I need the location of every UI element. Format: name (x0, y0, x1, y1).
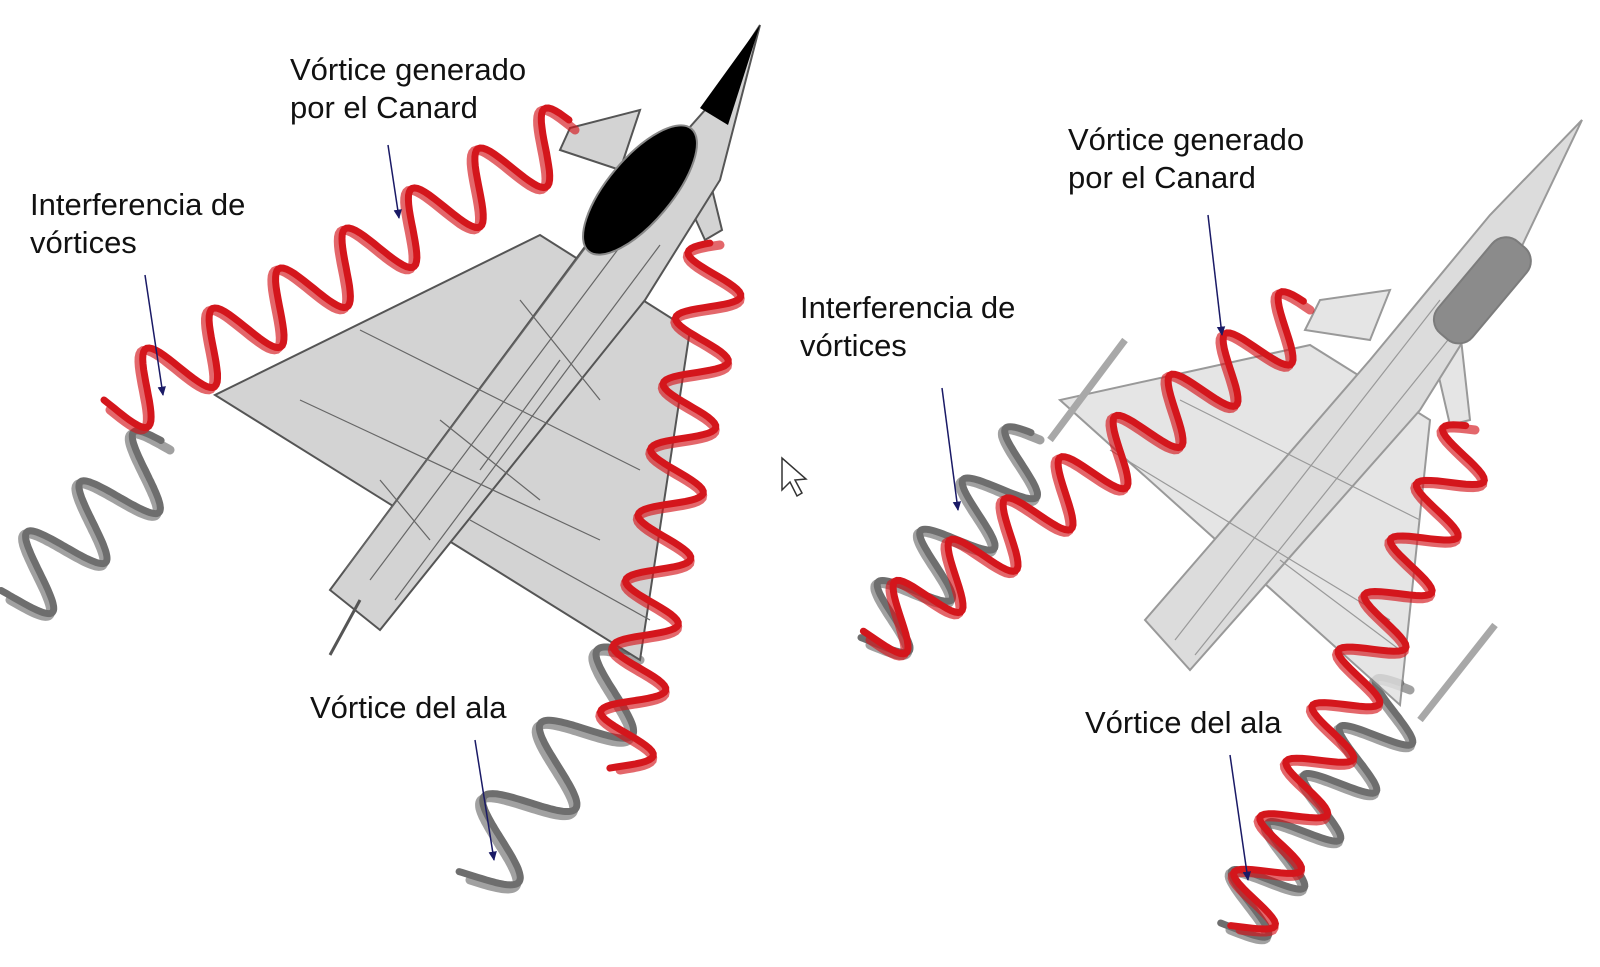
left-cockpit-canopy (582, 124, 698, 256)
left-canard-vortex (100, 104, 580, 435)
mouse-pointer-icon (781, 456, 808, 498)
right-panel-lines (1109, 299, 1461, 656)
vortex-ribbon-front (1227, 421, 1488, 933)
right-canard-vortex-label-line1: Vórtice generado (1068, 122, 1304, 157)
vortex-ribbon-front (596, 239, 745, 772)
right-canard-vortex-label-line2: por el Canard (1068, 160, 1256, 195)
right-wingtip-missile-right (1417, 622, 1498, 723)
vortex-ribbon-back (465, 646, 645, 894)
right-wingtip-missile-left (1047, 337, 1128, 443)
right-canard-vortex-arrow (1207, 214, 1226, 337)
left-wing-vortex-tail-left (0, 427, 175, 621)
left-interference-arrow (144, 274, 166, 397)
right-interference-arrow (941, 387, 962, 512)
left-canard-vortex-label-line1: Vórtice generado (290, 52, 526, 87)
vortex-ribbon-front (857, 423, 1042, 657)
vortex-ribbon-front (100, 104, 573, 432)
vortex-ribbon-front (859, 288, 1307, 658)
left-interference-label-line1: Interferencia de (30, 187, 245, 222)
left-wing-vortex-label: Vórtice del ala (310, 690, 507, 725)
left-canard-vortex-label-line2: por el Canard (290, 90, 478, 125)
vortex-ribbon-front (0, 427, 165, 618)
left-aircraft (212, 24, 761, 662)
right-figure: Vórtice generado por el Canard Interfere… (800, 119, 1583, 945)
right-wing-vortex-label: Vórtice del ala (1085, 705, 1282, 740)
left-nose-cone (700, 25, 760, 125)
left-wing-vortex-arrow (474, 739, 497, 862)
vortex-ribbon-back (5, 429, 175, 621)
left-panel-lines (299, 214, 661, 621)
left-canard-vortex-right (595, 239, 745, 775)
left-canard-left (558, 108, 642, 172)
right-canard-vortex (859, 288, 1315, 661)
left-canard-vortex-arrow (387, 144, 402, 220)
right-wing-vortex-arrow (1229, 754, 1251, 882)
left-figure: Vórtice generado por el Canard Interfere… (0, 24, 761, 894)
right-interference-label-line2: vórtices (800, 328, 907, 363)
right-canard-left (1303, 288, 1392, 342)
left-tail-probe (328, 599, 362, 656)
right-canard-vortex-right (1227, 421, 1488, 937)
right-interference-label-line1: Interferencia de (800, 290, 1015, 325)
right-cockpit-canopy (1432, 236, 1532, 345)
left-interference-label-line2: vórtices (30, 225, 137, 260)
